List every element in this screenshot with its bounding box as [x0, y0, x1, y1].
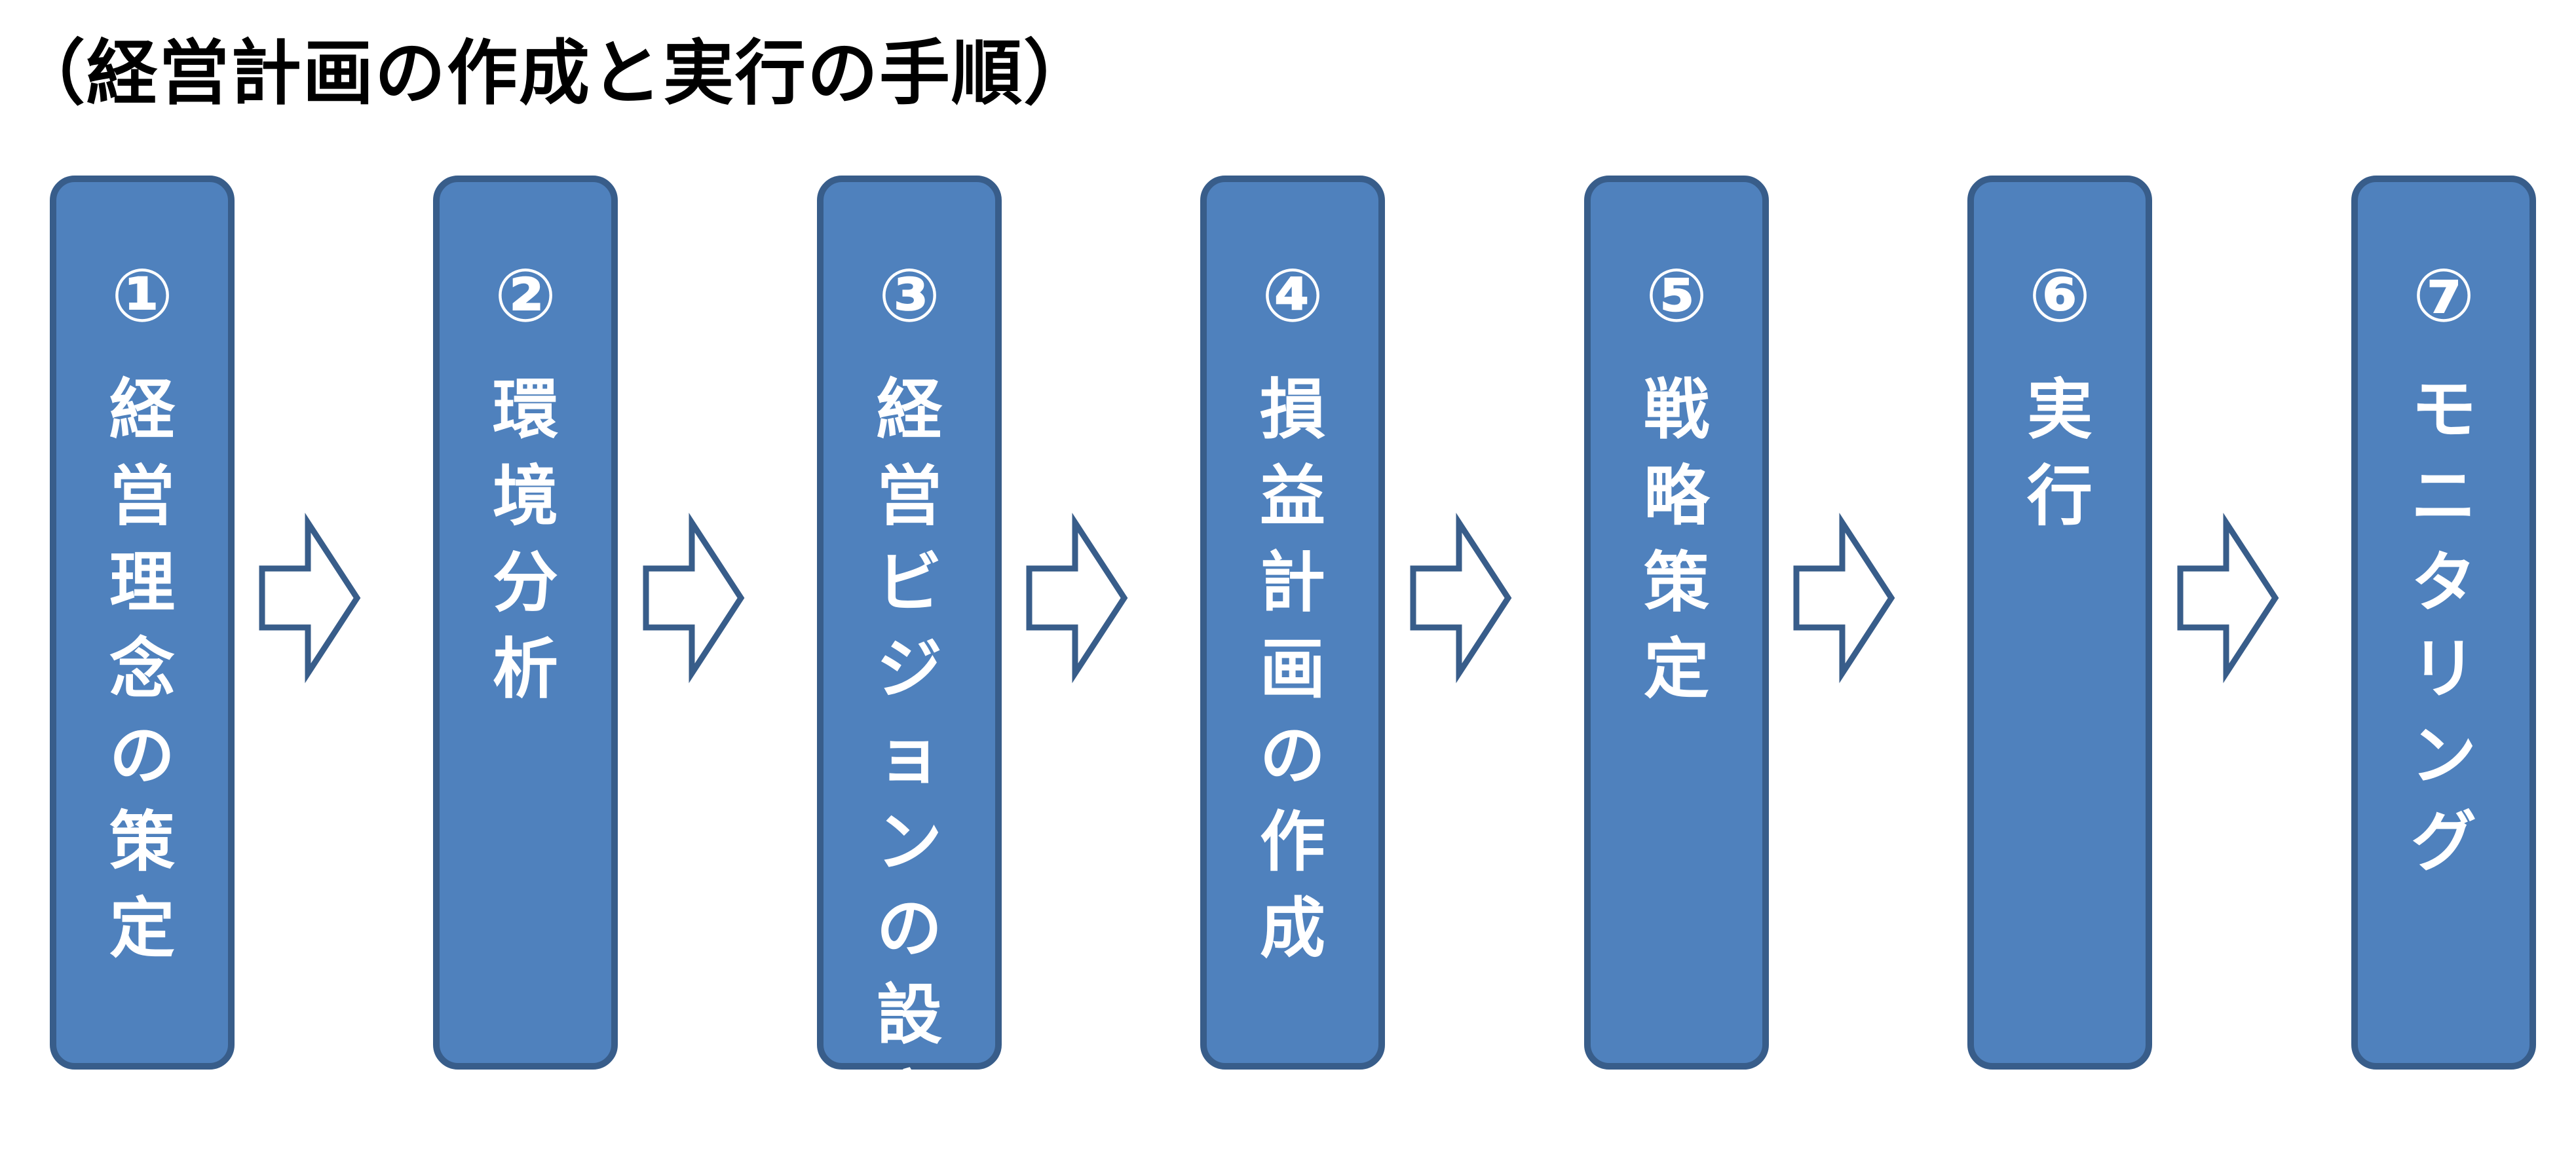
- step-number: ②: [494, 253, 557, 339]
- step-box-1: ① 経営理念の策定: [50, 176, 235, 1070]
- step-label: 経営ビジョンの設定: [877, 371, 942, 1140]
- step-label: 損益計画の作成: [1260, 371, 1325, 967]
- step-label: 戦略策定: [1644, 371, 1709, 707]
- step-number: ⑤: [1645, 253, 1708, 339]
- step-label: 経営理念の策定: [109, 371, 175, 967]
- step-number: ⑥: [2028, 253, 2091, 339]
- right-arrow-icon: [1026, 512, 1128, 684]
- step-number: ⑦: [2412, 253, 2475, 339]
- step-box-3: ③ 経営ビジョンの設定: [817, 176, 1002, 1140]
- step-box-4: ④ 損益計画の作成: [1200, 176, 1385, 1070]
- step-label: 環境分析: [493, 371, 558, 707]
- step-label: 実行: [2027, 371, 2093, 534]
- step-box-7: ⑦ モニタリング: [2351, 176, 2536, 1070]
- page-title: （経営計画の作成と実行の手順）: [14, 33, 1096, 115]
- step-number: ③: [878, 253, 941, 339]
- right-arrow-icon: [1793, 512, 1895, 684]
- right-arrow-icon: [259, 512, 361, 684]
- step-number: ①: [111, 253, 174, 339]
- step-label: モニタリング: [2411, 371, 2476, 880]
- right-arrow-icon: [1410, 512, 1512, 684]
- step-box-5: ⑤ 戦略策定: [1584, 176, 1769, 1070]
- step-box-6: ⑥ 実行: [1967, 176, 2152, 1070]
- step-box-2: ② 環境分析: [433, 176, 618, 1070]
- step-number: ④: [1261, 253, 1324, 339]
- right-arrow-icon: [643, 512, 745, 684]
- right-arrow-icon: [2177, 512, 2279, 684]
